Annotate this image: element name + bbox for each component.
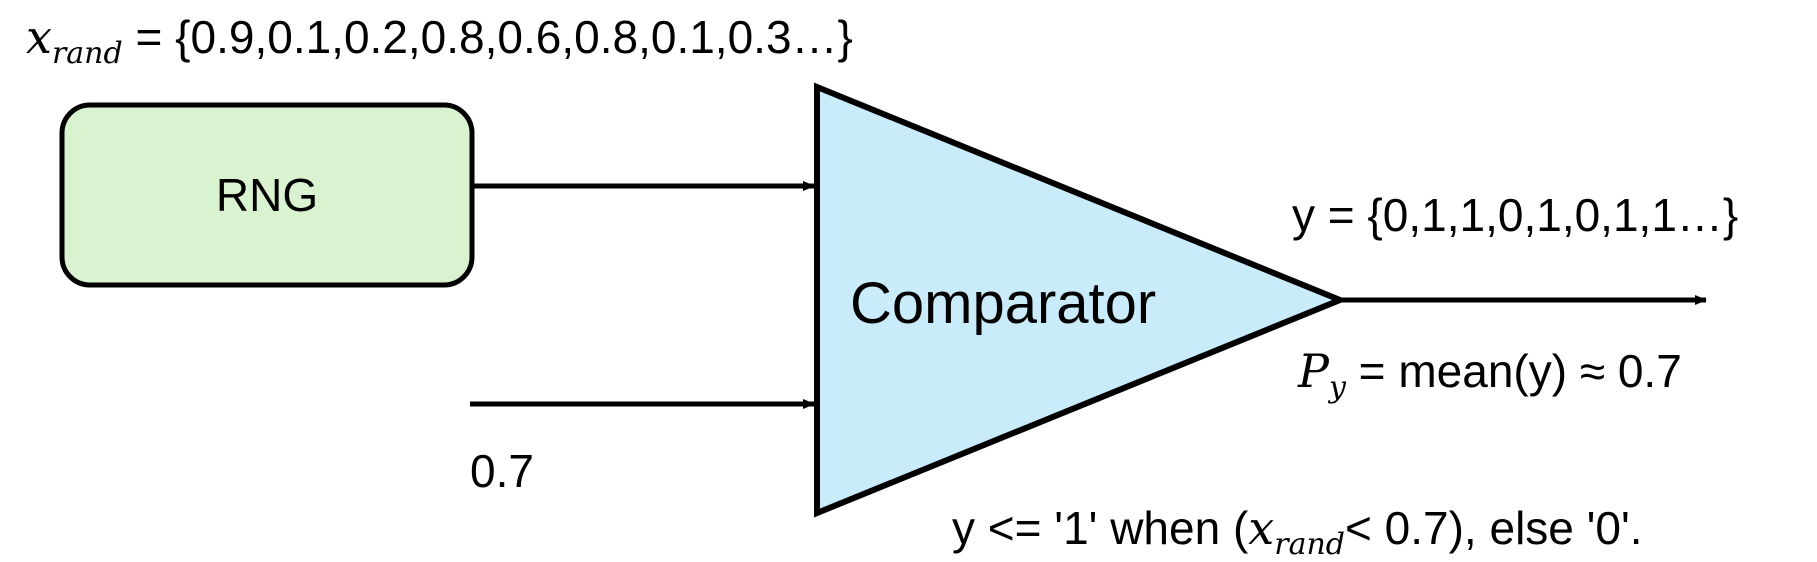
probability-value: = mean(y) ≈ 0.7 bbox=[1345, 345, 1682, 397]
rng-label: RNG bbox=[215, 169, 319, 221]
probability-subscript: y bbox=[1328, 370, 1346, 405]
rule-subscript: rand bbox=[1274, 527, 1346, 562]
rule-suffix: < 0.7), else '0'. bbox=[1345, 502, 1643, 554]
xrand-values: = {0.9,0.1,0.2,0.8,0.6,0.8,0.1,0.3…} bbox=[122, 11, 853, 63]
xrand-symbol: x bbox=[26, 10, 52, 64]
rule-label: y <= '1' when (xrand< 0.7), else '0'. bbox=[952, 502, 1643, 560]
comparator-block bbox=[814, 82, 1348, 518]
rng-block bbox=[59, 102, 475, 288]
probability-label: Py = mean(y) ≈ 0.7 bbox=[1298, 345, 1682, 403]
output-sequence-label: y = {0,1,1,0,1,0,1,1…} bbox=[1292, 189, 1739, 241]
rule-symbol: x bbox=[1248, 501, 1275, 555]
rule-prefix: y <= '1' when ( bbox=[952, 502, 1249, 554]
xrand-sequence-label: xrand = {0.9,0.1,0.2,0.8,0.6,0.8,0.1,0.3… bbox=[26, 11, 853, 69]
comparator-label: Comparator bbox=[850, 271, 1157, 336]
probability-symbol: P bbox=[1298, 344, 1329, 398]
xrand-subscript: rand bbox=[51, 36, 123, 71]
threshold-value: 0.7 bbox=[470, 445, 534, 497]
